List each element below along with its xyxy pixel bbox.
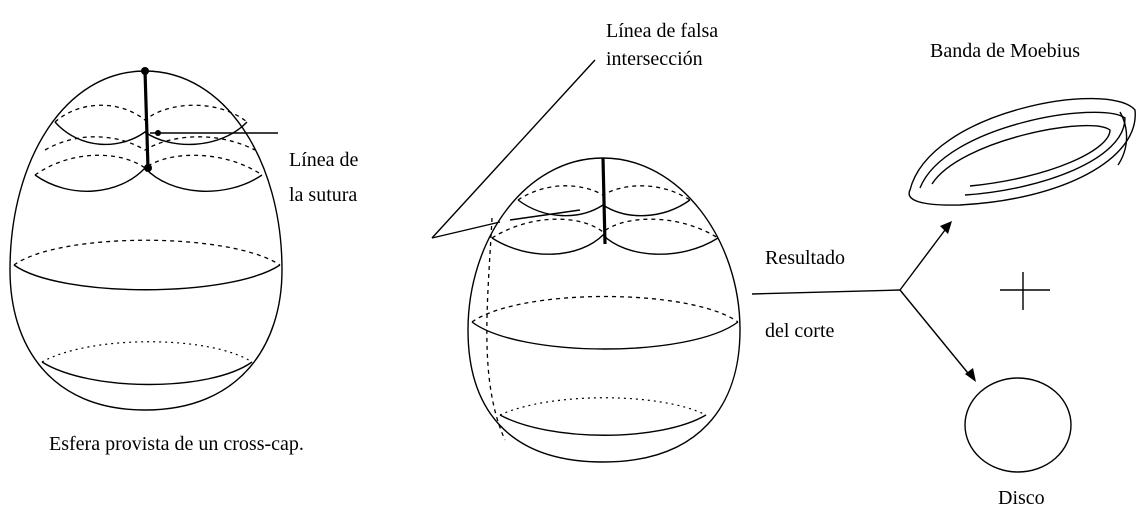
moebius-twist bbox=[1117, 111, 1128, 166]
arrow-head-disk bbox=[965, 368, 976, 382]
sphere-caption: Esfera provista de un cross-cap. bbox=[49, 433, 304, 455]
moebius-outer bbox=[908, 97, 1136, 206]
cut-sphere-suture bbox=[601, 157, 607, 245]
cut-sphere-equator-front bbox=[471, 321, 739, 350]
cut-sphere-outline bbox=[467, 157, 741, 463]
result-label-line1: Resultado bbox=[765, 247, 845, 269]
false-intersection-curve bbox=[486, 217, 506, 441]
sphere-bottom-front bbox=[41, 361, 253, 386]
suture-bottom-point bbox=[144, 164, 152, 172]
disk-label: Disco bbox=[998, 487, 1045, 509]
sphere-equator-back bbox=[13, 239, 281, 266]
false-intersection-arrow bbox=[509, 209, 581, 221]
sphere-equator-front bbox=[13, 264, 281, 291]
suture-top-point bbox=[141, 67, 149, 75]
moebius-middle bbox=[919, 111, 1126, 196]
branch-to-disk bbox=[899, 289, 973, 379]
sphere-outline bbox=[9, 70, 283, 411]
moebius-label: Banda de Moebius bbox=[930, 40, 1080, 62]
disk bbox=[964, 377, 1072, 473]
arrow-head-moebius bbox=[940, 221, 952, 234]
suture-label-line1: Línea de bbox=[289, 149, 359, 171]
result-label-line2: del corte bbox=[765, 320, 835, 342]
cross-cap-sphere bbox=[9, 67, 283, 411]
cross-cap-middle-back bbox=[44, 136, 256, 151]
false-intersection-label-line2: intersección bbox=[606, 48, 703, 70]
cut-sphere-bottom-front bbox=[499, 414, 707, 436]
branch-to-moebius bbox=[899, 225, 949, 291]
cut-sphere-bottom-back bbox=[499, 397, 707, 416]
false-intersection-label-line1: Línea de falsa bbox=[606, 20, 719, 42]
cross-cap-upper-back bbox=[54, 104, 248, 123]
cut-result bbox=[751, 97, 1136, 473]
false-leader-line-long bbox=[431, 59, 596, 239]
suture-line bbox=[143, 70, 150, 169]
suture-label-line2: la sutura bbox=[289, 184, 358, 206]
cut-sphere bbox=[431, 59, 741, 463]
cut-sphere-lower-curve bbox=[491, 234, 719, 255]
result-main-line bbox=[751, 289, 901, 295]
cross-cap-upper-curve bbox=[54, 121, 248, 146]
moebius-inner bbox=[931, 124, 1111, 187]
cut-sphere-equator-back bbox=[471, 295, 739, 323]
sphere-bottom-back bbox=[41, 341, 253, 363]
cut-sphere-lower-back bbox=[491, 218, 719, 239]
false-leader-line-short bbox=[431, 221, 501, 239]
